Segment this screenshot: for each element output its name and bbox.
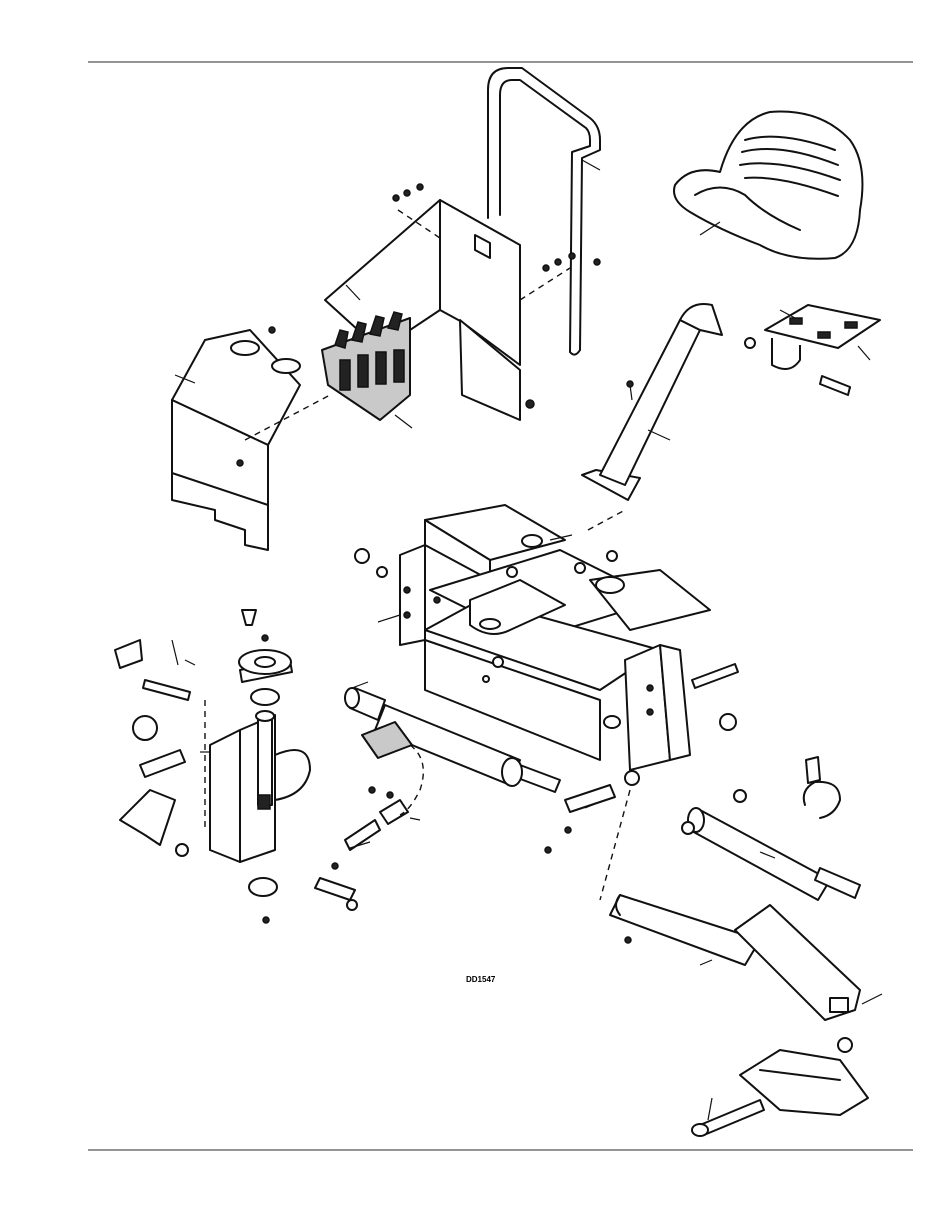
handle-bar	[487, 67, 601, 356]
seat	[673, 110, 864, 260]
front-cover	[171, 326, 331, 551]
hydraulic-cylinder	[344, 681, 561, 793]
lower-boom	[609, 894, 869, 1137]
callout-leaders	[349, 801, 883, 1121]
hydraulic-fittings	[344, 721, 424, 851]
control-valve	[321, 311, 413, 429]
figure-code: DD1547	[466, 975, 496, 984]
main-frame	[377, 504, 711, 771]
frame-hardware	[354, 509, 739, 731]
pins	[314, 770, 640, 911]
swivel-post	[200, 609, 311, 924]
seat-bracket	[744, 304, 881, 396]
seat-post	[581, 303, 723, 501]
right-cylinder	[681, 756, 861, 901]
pivot-hardware	[114, 639, 206, 857]
